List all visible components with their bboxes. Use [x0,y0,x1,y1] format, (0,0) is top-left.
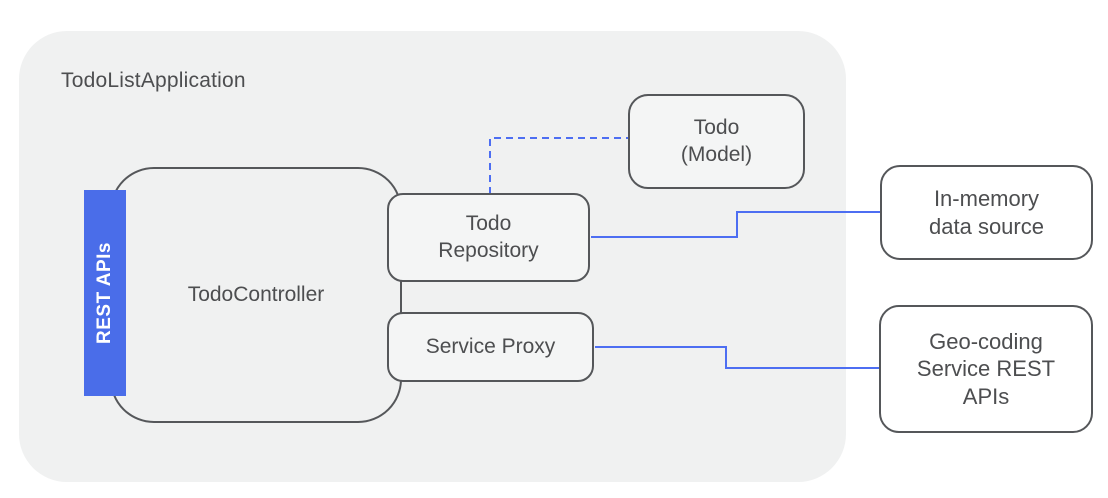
node-in-memory-data-source: In-memory data source [880,165,1093,260]
node-in-memory-data-source-label: In-memory data source [929,186,1044,239]
node-todo-model-label: Todo (Model) [680,116,753,166]
rest-apis-badge: REST APIs [84,190,126,396]
node-todo-repository: Todo Repository [387,193,590,282]
node-service-proxy: Service Proxy [387,312,594,382]
rest-apis-badge-label: REST APIs [94,242,115,344]
node-geocoding-service-rest-apis: Geo-coding Service REST APIs [879,305,1093,433]
node-geocoding-service-rest-apis-label: Geo-coding Service REST APIs [916,328,1056,409]
node-todo-controller-label: TodoController [187,282,325,306]
node-todo-repository-label: Todo Repository [438,212,539,262]
node-service-proxy-label: Service Proxy [425,334,556,358]
node-todo-controller: TodoController [110,167,402,423]
node-todo-model: Todo (Model) [628,94,805,189]
container-title: TodoListApplication [61,69,246,92]
